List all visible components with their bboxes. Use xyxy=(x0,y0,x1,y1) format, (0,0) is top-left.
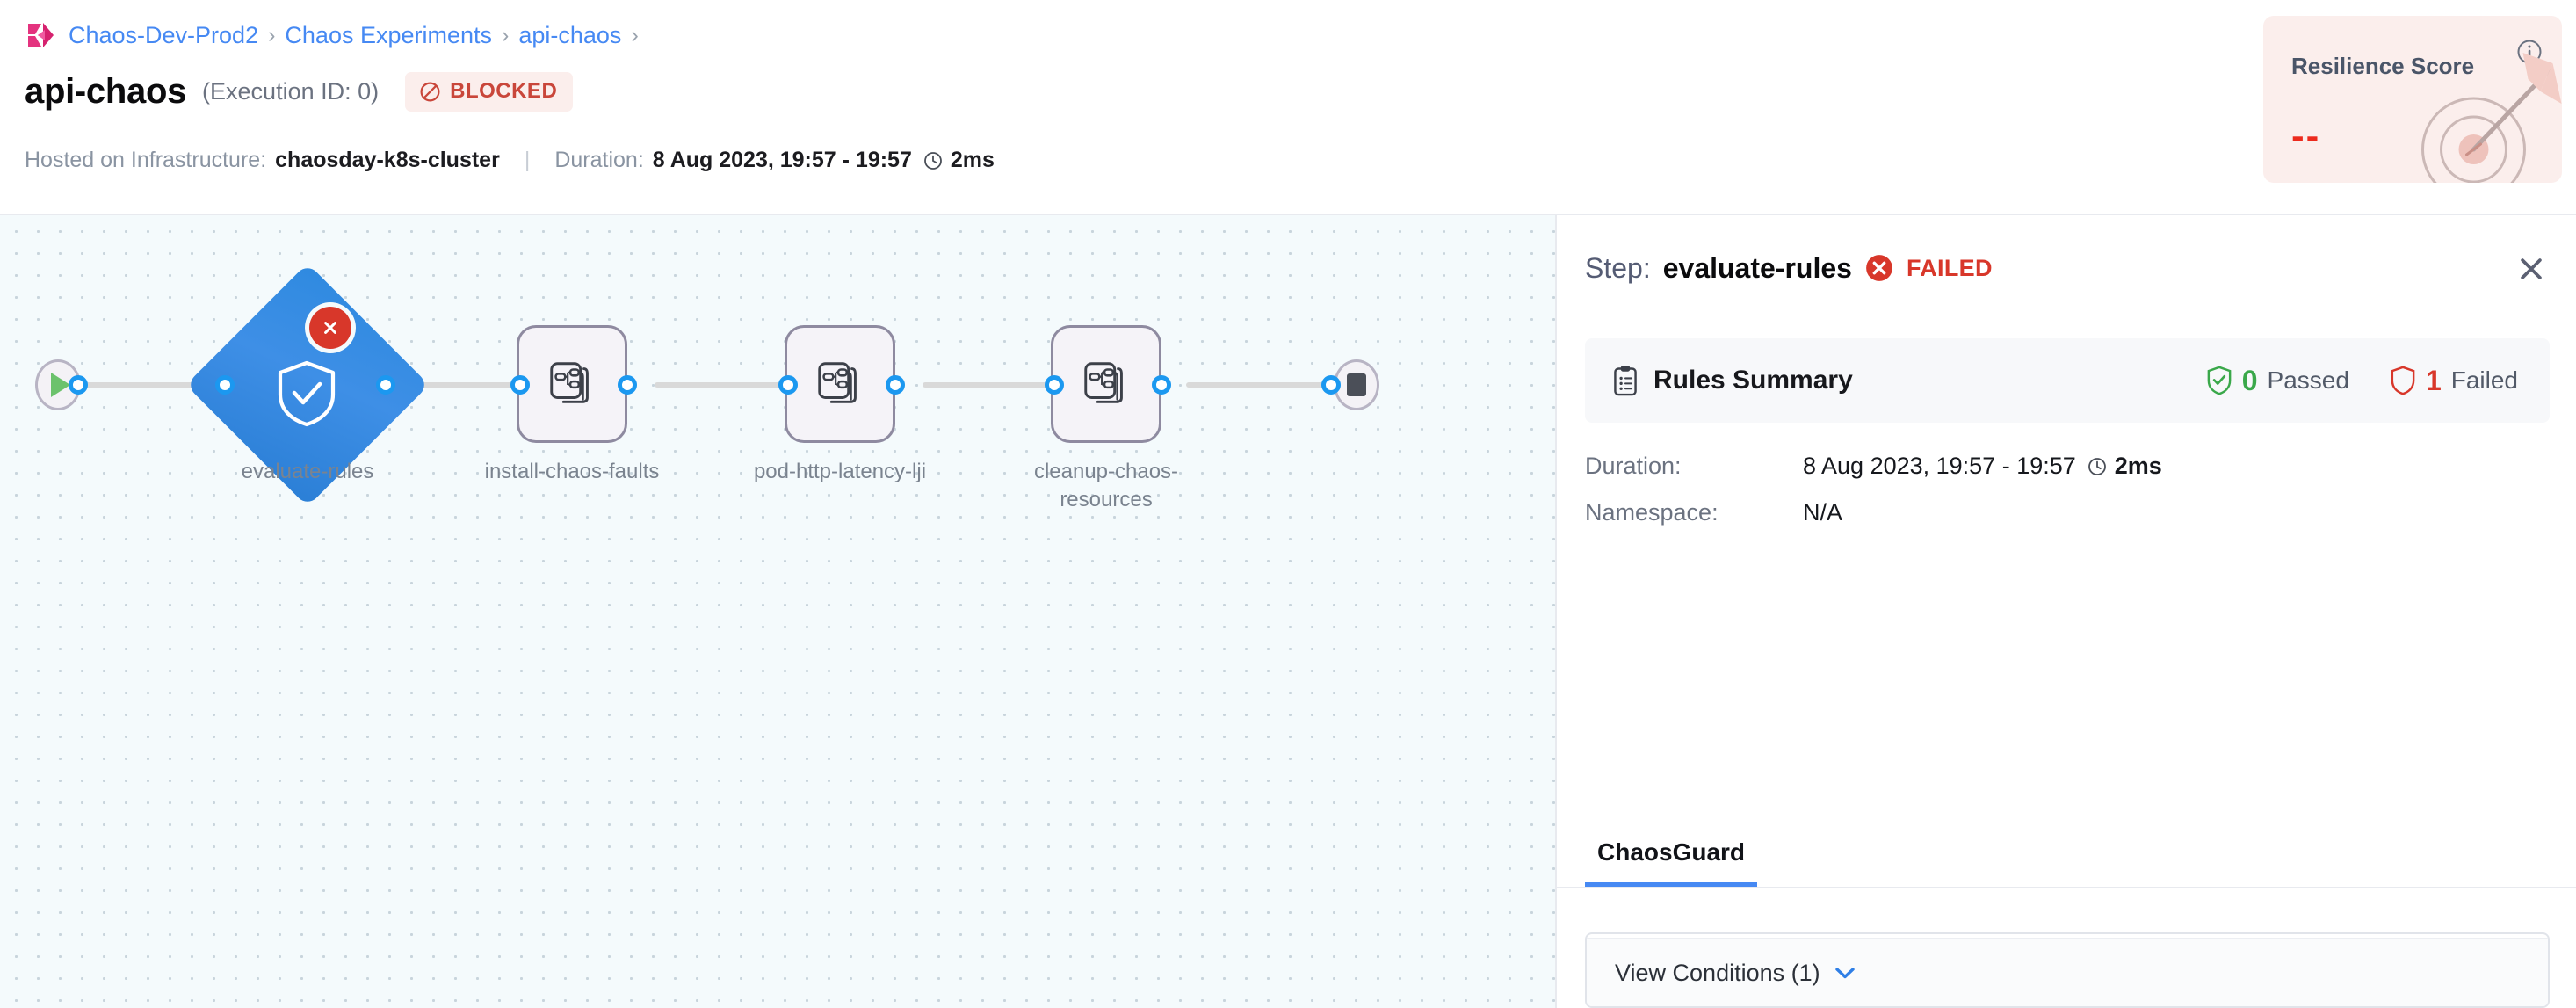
shield-check-icon xyxy=(278,360,336,427)
detail-key: Duration: xyxy=(1585,453,1682,479)
breadcrumb-item-1[interactable]: Chaos Experiments xyxy=(285,21,493,48)
detail-value: 8 Aug 2023, 19:57 - 19:57 xyxy=(1803,453,2076,479)
chaos-step-icon xyxy=(818,362,857,403)
node-port[interactable] xyxy=(215,375,235,395)
resilience-score-title: Resilience Score xyxy=(2291,53,2475,79)
infrastructure-label: Hosted on Infrastructure: xyxy=(25,148,267,172)
graph-edge xyxy=(77,382,227,388)
detail-row-namespace: Namespace: N/A xyxy=(1585,499,2162,526)
detail-key: Namespace: xyxy=(1585,499,1719,526)
tab-chaosguard[interactable]: ChaosGuard xyxy=(1585,838,1758,887)
breadcrumb-separator-trailing: › xyxy=(631,22,639,47)
resilience-score-card: Resilience Score -- xyxy=(2263,16,2562,183)
rules-summary-card: Rules Summary 0 Passed 1 Failed xyxy=(1585,338,2550,423)
chaos-step-icon xyxy=(1084,362,1123,403)
meta-divider: | xyxy=(524,148,531,172)
node-port[interactable] xyxy=(1045,375,1064,395)
close-panel-button[interactable] xyxy=(2511,249,2551,289)
meta-row: Hosted on Infrastructure: chaosday-k8s-c… xyxy=(25,148,995,173)
panel-step-name: evaluate-rules xyxy=(1662,251,1852,284)
node-pod-http-latency-lji[interactable] xyxy=(785,325,895,443)
clipboard-icon xyxy=(1614,366,1637,396)
resilience-score-value: -- xyxy=(2291,114,2321,157)
view-conditions-toggle[interactable]: View Conditions (1) xyxy=(1587,938,2548,1006)
rules-failed-group: 1 Failed xyxy=(2390,365,2518,397)
x-circle-icon xyxy=(1866,255,1892,281)
clock-icon xyxy=(2088,457,2106,475)
rules-failed-count: 1 xyxy=(2425,364,2442,396)
detail-row-duration: Duration: 8 Aug 2023, 19:57 - 19:57 2ms xyxy=(1585,453,2162,480)
page-header: Chaos-Dev-Prod2 › Chaos Experiments › ap… xyxy=(0,0,2576,215)
execution-id: (Execution ID: 0) xyxy=(202,78,380,105)
duration-label: Duration: xyxy=(554,148,644,172)
breadcrumb-item-0[interactable]: Chaos-Dev-Prod2 xyxy=(69,21,259,48)
node-port[interactable] xyxy=(886,375,905,395)
node-label: install-chaos-faults xyxy=(484,460,660,483)
x-badge-icon xyxy=(324,322,336,334)
panel-title-group: Step: evaluate-rules FAILED xyxy=(1585,252,1993,285)
detail-value: N/A xyxy=(1803,499,1843,526)
view-conditions-label: View Conditions (1) xyxy=(1615,959,1820,986)
pipeline-canvas[interactable]: evaluate-rules install-chaos-faults xyxy=(0,215,1555,1008)
step-details-panel: Step: evaluate-rules FAILED xyxy=(1555,215,2576,1008)
chaos-step-icon xyxy=(550,362,589,403)
status-badge: BLOCKED xyxy=(405,72,574,112)
stop-icon xyxy=(1347,373,1366,396)
shield-check-icon xyxy=(2207,366,2232,395)
infrastructure-value: chaosday-k8s-cluster xyxy=(275,148,500,172)
breadcrumb-separator: › xyxy=(502,22,510,47)
node-port[interactable] xyxy=(618,375,637,395)
status-badge-label: BLOCKED xyxy=(450,79,558,103)
chevron-down-icon xyxy=(1834,968,1855,979)
rules-summary-label: Rules Summary xyxy=(1653,366,1853,395)
rule-card-deny-http: deny-http FAILED 1 / xyxy=(1585,932,2550,1008)
graph-edge xyxy=(923,382,1050,388)
node-port[interactable] xyxy=(376,375,395,395)
close-icon xyxy=(2521,258,2542,279)
harness-logo-icon xyxy=(28,23,54,47)
step-details-list: Duration: 8 Aug 2023, 19:57 - 19:57 2ms … xyxy=(1585,453,2162,546)
rules-passed-count: 0 xyxy=(2241,364,2258,396)
duration-value: 8 Aug 2023, 19:57 - 19:57 xyxy=(652,148,912,172)
rules-passed-group: 0 Passed xyxy=(2206,365,2349,397)
panel-tabs: ChaosGuard xyxy=(1557,815,2576,888)
node-port[interactable] xyxy=(1152,375,1171,395)
breadcrumb: Chaos-Dev-Prod2 › Chaos Experiments › ap… xyxy=(26,21,639,49)
rules-failed-label: Failed xyxy=(2450,366,2518,394)
detail-extra: 2ms xyxy=(2114,453,2162,479)
node-status-failed-badge xyxy=(309,307,351,349)
panel-step-status: FAILED xyxy=(1906,254,1993,281)
node-port[interactable] xyxy=(1321,375,1341,395)
panel-step-prefix: Step: xyxy=(1585,251,1651,284)
page-title: api-chaos xyxy=(25,72,187,111)
node-port[interactable] xyxy=(69,375,88,395)
node-label: cleanup-chaos-resources xyxy=(1033,460,1179,511)
panel-header: Step: evaluate-rules FAILED xyxy=(1557,215,2576,321)
node-label: pod-http-latency-lji xyxy=(753,460,927,483)
target-dart-icon xyxy=(2421,53,2562,183)
rules-summary-counts: 0 Passed 1 Failed xyxy=(2206,365,2518,397)
rules-summary-label-group: Rules Summary xyxy=(1611,365,1853,396)
node-port[interactable] xyxy=(510,375,530,395)
graph-edge xyxy=(385,382,521,388)
node-port[interactable] xyxy=(778,375,798,395)
shield-outline-icon xyxy=(2391,366,2415,395)
clock-icon xyxy=(923,151,942,170)
node-cleanup-chaos-resources[interactable] xyxy=(1051,325,1161,443)
breadcrumb-separator: › xyxy=(268,22,276,47)
node-install-chaos-faults[interactable] xyxy=(517,325,627,443)
graph-edge xyxy=(1186,382,1331,388)
node-label: evaluate-rules xyxy=(241,460,374,483)
play-icon xyxy=(51,373,70,397)
breadcrumb-item-2[interactable]: api-chaos xyxy=(518,21,622,48)
title-row: api-chaos (Execution ID: 0) BLOCKED xyxy=(25,72,574,112)
ban-icon xyxy=(420,82,440,101)
rules-passed-label: Passed xyxy=(2267,366,2349,394)
graph-edge xyxy=(655,382,786,388)
end-node[interactable] xyxy=(1334,359,1379,410)
duration-elapsed: 2ms xyxy=(950,148,995,172)
